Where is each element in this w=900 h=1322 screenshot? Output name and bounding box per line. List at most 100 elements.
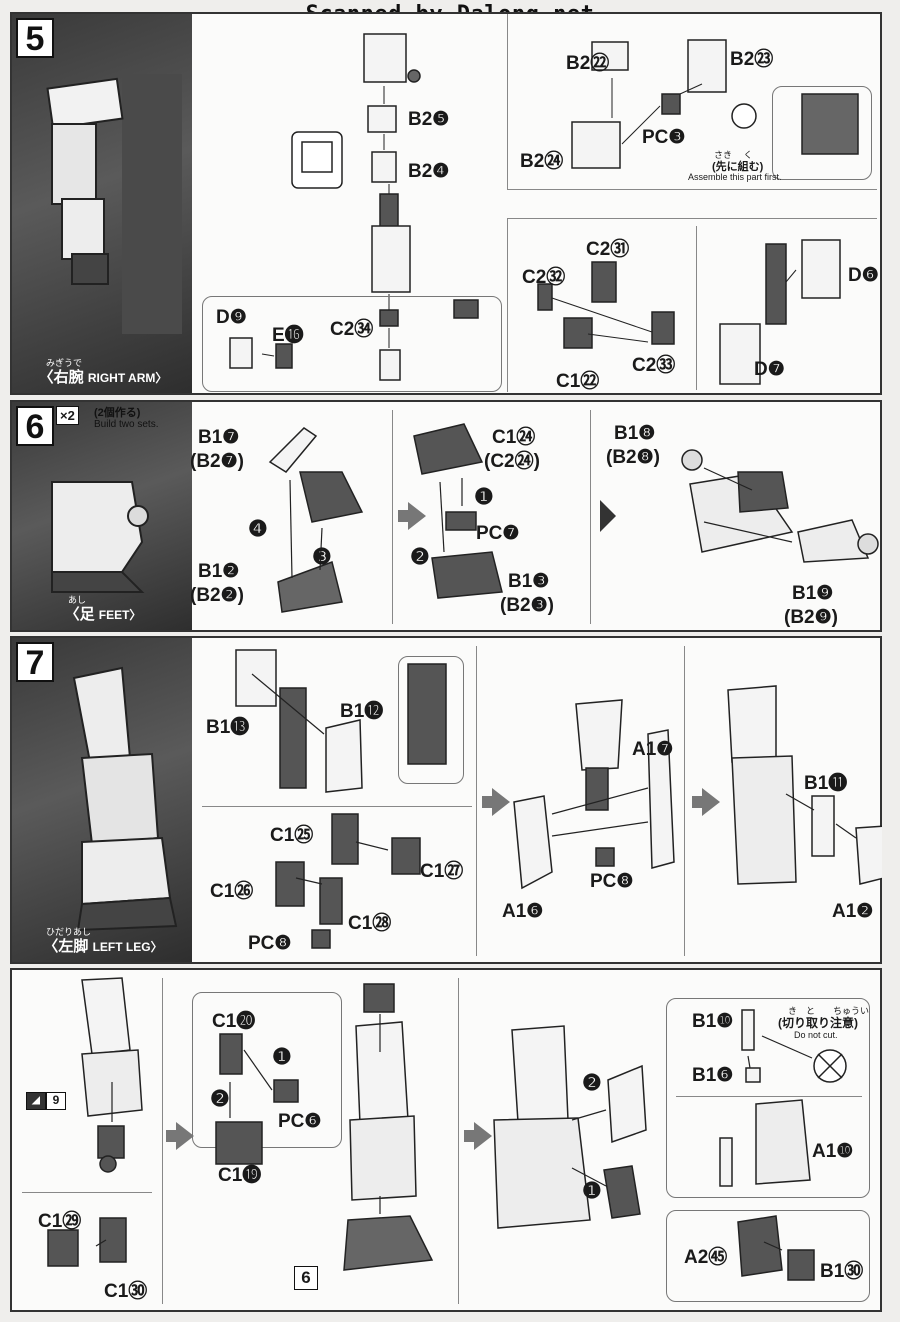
step-order-3: ❸ xyxy=(312,544,332,569)
step-number: 6 xyxy=(16,406,54,446)
label-a1-10: A1❿ xyxy=(812,1141,854,1162)
divider xyxy=(476,646,477,956)
note-en: Assemble this part first. xyxy=(688,172,782,182)
subassembly-frame xyxy=(192,992,342,1148)
label-b1-10: B1❿ xyxy=(692,1011,734,1032)
caption-en: LEFT LEG〉 xyxy=(92,940,163,954)
step-order-1: ❶ xyxy=(474,484,494,509)
label-b1-2: B1❷ xyxy=(198,561,240,582)
sets-en: Build two sets. xyxy=(94,419,159,430)
reference-frame xyxy=(772,86,872,180)
step-5-illustration: 5 みぎうで 〈右腕 RIGHT ARM〉 xyxy=(12,14,192,393)
step-7-assembly-diagram xyxy=(235,649,882,949)
label-c2-31: C2㉛ xyxy=(586,239,630,260)
step-caption: 〈足 FEET〉 xyxy=(20,603,186,624)
caption-en: FEET〉 xyxy=(98,608,142,622)
label-pc-8b: PC❽ xyxy=(590,871,634,892)
step-number: 5 xyxy=(16,18,54,58)
caption-jp: 〈右腕 xyxy=(38,369,84,386)
label-b2-9: (B2❾) xyxy=(784,607,838,628)
divider xyxy=(202,806,472,807)
label-c1-19: C1⓳ xyxy=(218,1165,262,1186)
label-b1-30: B1㉚ xyxy=(820,1261,864,1282)
label-b2-7: (B2❼) xyxy=(190,451,244,472)
subassembly-frame xyxy=(666,998,870,1198)
divider xyxy=(590,410,591,624)
step-5-assembly-diagram xyxy=(229,33,859,385)
label-c2-34: C2㉞ xyxy=(330,319,374,340)
label-d-6: D❻ xyxy=(848,265,879,286)
label-c1-24: C1㉔ xyxy=(492,427,536,448)
note-ruby: さき く xyxy=(714,150,753,160)
note-jp: (先に組む) xyxy=(712,161,764,173)
page-ref-icon: ◢ xyxy=(26,1092,46,1110)
label-b1-8: B1❽ xyxy=(614,423,656,444)
label-b1-3: B1❸ xyxy=(508,571,550,592)
subassembly-top-frame xyxy=(507,18,877,190)
label-b1-11: B1⓫ xyxy=(804,773,848,794)
caption-jp: 〈足 xyxy=(64,606,95,623)
divider xyxy=(458,978,459,1304)
label-b2-22: B2㉒ xyxy=(566,53,610,74)
step-8-assembly-diagram xyxy=(47,977,847,1281)
label-b1-7: B1❼ xyxy=(198,427,240,448)
caption-ruby: あし xyxy=(68,595,87,605)
step-order-1a: ❶ xyxy=(272,1044,292,1069)
subassembly-frame xyxy=(202,296,502,392)
caution-ruby: き と ちゅうい xyxy=(788,1006,870,1016)
label-b1-6: B1❻ xyxy=(692,1065,734,1086)
step-7-panel: 7 ひだりあし 〈左脚 LEFT LEG〉 xyxy=(10,636,882,964)
label-b1-12: B1⓬ xyxy=(340,701,384,722)
label-a1-6: A1❻ xyxy=(502,901,544,922)
label-c1-27: C1㉗ xyxy=(420,861,464,882)
label-c1-28: C1㉘ xyxy=(348,913,392,934)
step-caption: 〈左脚 LEFT LEG〉 xyxy=(20,935,186,956)
step-number: 7 xyxy=(16,642,54,682)
caption-jp: 〈左脚 xyxy=(43,938,89,955)
next-step-arrow xyxy=(692,788,720,816)
subassembly-frame xyxy=(666,1210,870,1302)
step-order-2a: ❷ xyxy=(210,1086,230,1111)
label-c1-26: C1㉖ xyxy=(210,881,254,902)
label-d-7: D❼ xyxy=(754,359,785,380)
times-two-badge: ×2 xyxy=(56,406,79,425)
step-6-panel: 6 ×2 (2個作る) Build two sets. あし 〈足 FEET〉 xyxy=(10,400,882,632)
label-c1-25: C1㉕ xyxy=(270,825,314,846)
next-step-arrow xyxy=(398,502,426,530)
divider xyxy=(696,226,697,390)
label-b2-8: (B2❽) xyxy=(606,447,660,468)
divider xyxy=(684,646,685,956)
label-a1-2: A1❷ xyxy=(832,901,874,922)
label-b2-4: B2❹ xyxy=(408,161,450,182)
step-order-2: ❷ xyxy=(410,544,430,569)
label-c2-33: C2㉝ xyxy=(632,355,676,376)
label-e-16: E⓰ xyxy=(272,325,304,346)
left-leg-figure xyxy=(72,666,178,932)
next-step-arrow xyxy=(482,788,510,816)
page-ref-number: 9 xyxy=(46,1092,66,1110)
caution-en: Do not cut. xyxy=(794,1030,838,1040)
step-6-illustration: 6 ×2 (2個作る) Build two sets. あし 〈足 FEET〉 xyxy=(12,402,192,630)
label-c1-22: C1㉒ xyxy=(556,371,600,392)
feet-figure xyxy=(51,481,149,593)
label-c1-20: C1⓴ xyxy=(212,1011,256,1032)
label-c1-30: C1㉚ xyxy=(104,1281,148,1302)
step-6-reference: 6 xyxy=(294,1266,318,1290)
label-c2-24: (C2㉔) xyxy=(484,451,540,472)
label-b2-24: B2㉔ xyxy=(520,151,564,172)
label-d-9: D❾ xyxy=(216,307,247,328)
subassembly-bottom-frame xyxy=(507,218,877,392)
label-a2-45: A2㊺ xyxy=(684,1247,728,1268)
next-step-arrow xyxy=(464,1122,492,1150)
label-b1-13: B1⓭ xyxy=(206,717,250,738)
label-b2-5: B2❺ xyxy=(408,109,450,130)
label-c2-32: C2㉜ xyxy=(522,267,566,288)
label-b2-3: (B2❸) xyxy=(500,595,554,616)
label-pc-6: PC❻ xyxy=(278,1111,322,1132)
step-caption: 〈右腕 RIGHT ARM〉 xyxy=(20,366,186,387)
step-6-assembly-diagram xyxy=(268,423,879,613)
next-step-arrow xyxy=(166,1122,194,1150)
label-pc-8a: PC❽ xyxy=(248,933,292,954)
caution-jp: (切り取り注意) xyxy=(778,1016,858,1030)
step-8-panel: ◢ 9 xyxy=(10,968,882,1312)
